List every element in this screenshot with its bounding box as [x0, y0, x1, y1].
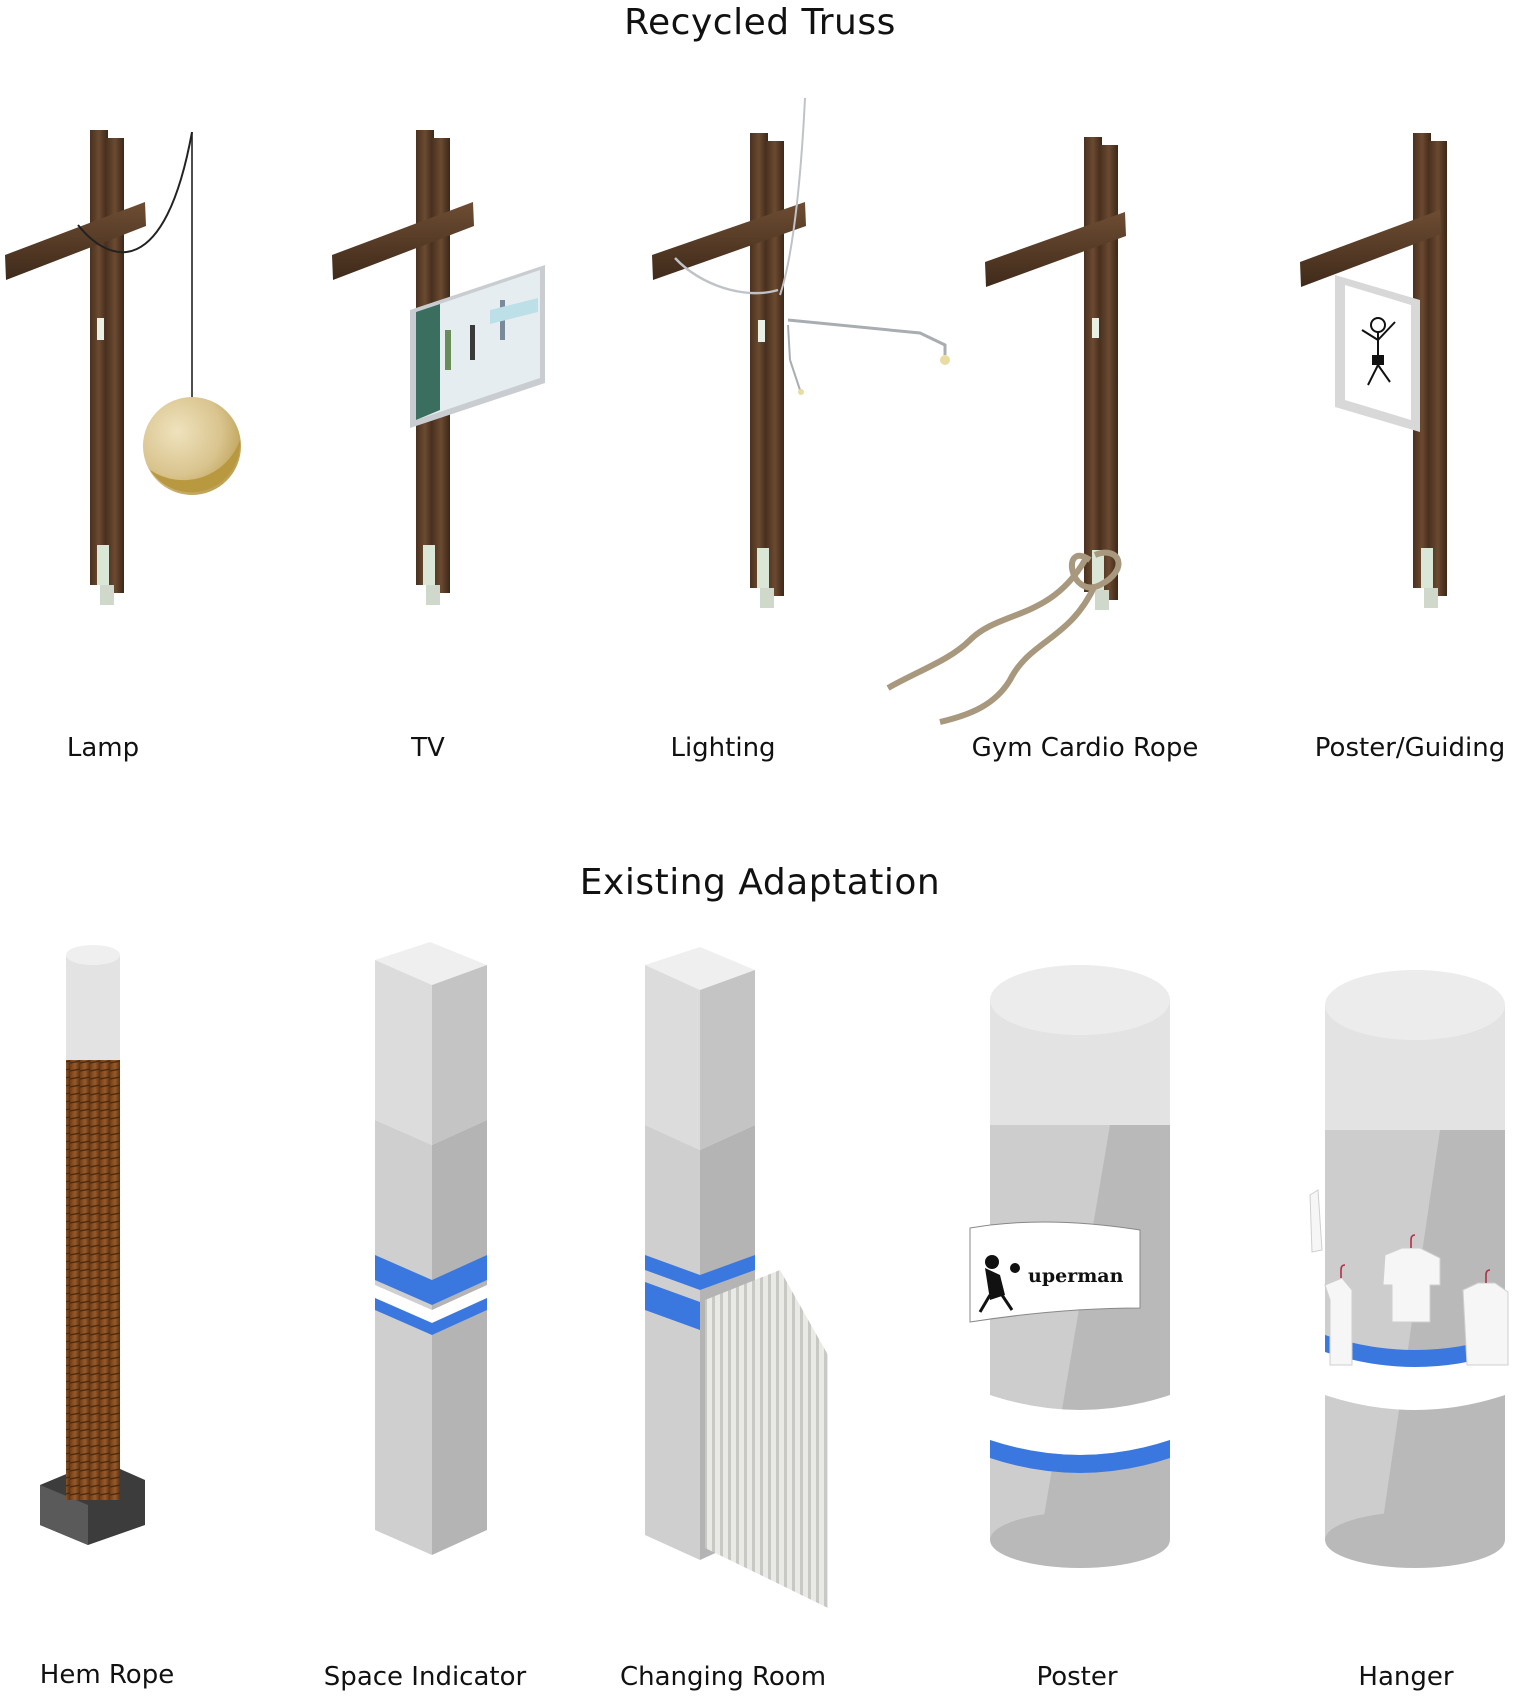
- rope-strand: [886, 558, 1088, 691]
- truss-poster-guiding: [1300, 133, 1447, 608]
- truss-lamp: [5, 130, 241, 605]
- section-title-recycled-truss: Recycled Truss: [624, 2, 896, 43]
- tv-screen-figure: [470, 325, 475, 360]
- cylinder-top: [990, 965, 1170, 1035]
- truss-gym-rope: [886, 137, 1126, 725]
- truss-foot-bracket: [1092, 550, 1104, 590]
- label-space-indicator: Space Indicator: [323, 1662, 527, 1692]
- lighting-arm: [787, 318, 947, 355]
- column-face-left: [375, 960, 432, 1145]
- truss-post-front: [1429, 141, 1447, 596]
- label-hanger: Hanger: [1358, 1662, 1454, 1692]
- truss-base-plate: [426, 585, 440, 605]
- column-face-right: [700, 970, 755, 1150]
- truss-foot-bracket: [423, 545, 435, 585]
- lighting-cable: [674, 257, 779, 295]
- tv-screen-detail: [490, 298, 538, 324]
- label-lighting: Lighting: [670, 733, 776, 763]
- column-face-right: [432, 1120, 487, 1555]
- truss-post-back: [1084, 137, 1102, 592]
- label-poster: Poster: [1036, 1662, 1118, 1692]
- column-hanger: [1309, 970, 1509, 1568]
- truss-tv: [332, 130, 545, 605]
- column-hem-rope: [40, 945, 145, 1545]
- tv-screen-figure: [445, 330, 451, 370]
- cylinder-shadow: [1380, 1130, 1505, 1540]
- truss-foot-bracket: [1421, 548, 1433, 588]
- truss-foot-bracket: [97, 545, 109, 585]
- hanger-hook-icon: [1340, 1234, 1491, 1283]
- indicator-band-blue: [645, 1282, 700, 1330]
- truss-crossbar: [652, 202, 806, 280]
- truss-post-front: [106, 138, 124, 593]
- cylinder-bottom: [1325, 1512, 1505, 1568]
- cylinder-bottom: [990, 1512, 1170, 1568]
- poster-figure-shorts: [1372, 355, 1384, 365]
- cylinder-top: [1325, 970, 1505, 1040]
- truss-crossbar: [1300, 210, 1441, 287]
- column-face-left: [645, 965, 700, 1150]
- truss-crossbar: [985, 212, 1126, 287]
- hem-rope-wrap: [66, 1060, 120, 1500]
- column-face-left: [645, 1125, 700, 1560]
- label-lamp: Lamp: [66, 733, 140, 763]
- indicator-band-blue: [375, 1298, 487, 1335]
- truss-foot-bracket: [757, 548, 769, 588]
- truss-base-plate: [1095, 590, 1109, 610]
- column-face-right: [432, 965, 487, 1145]
- boxer-icon: [978, 1255, 1020, 1313]
- truss-post-back: [750, 133, 768, 588]
- column-top: [375, 942, 487, 985]
- truss-base-plate: [100, 585, 114, 605]
- label-poster-guiding: Poster/Guiding: [1314, 733, 1506, 763]
- shirt-icon: [1309, 1189, 1509, 1366]
- poster-text: uperman: [1028, 1265, 1124, 1287]
- light-bulb: [940, 355, 950, 365]
- label-gym-cardio-rope: Gym Cardio Rope: [971, 733, 1199, 763]
- column-poster: uperman: [969, 965, 1170, 1568]
- column-space-indicator: [375, 942, 487, 1555]
- truss-bracket: [758, 320, 765, 342]
- truss-bracket: [97, 318, 104, 340]
- section-title-existing-adaptation: Existing Adaptation: [579, 862, 941, 903]
- poster-band-white: [990, 1395, 1170, 1455]
- truss-post-front: [766, 141, 784, 596]
- indicator-band-blue: [645, 1255, 755, 1290]
- rope-strand: [939, 583, 1098, 725]
- label-changing-room: Changing Room: [619, 1662, 827, 1692]
- label-hem-rope: Hem Rope: [39, 1660, 175, 1690]
- hanger-band-white: [1325, 1350, 1505, 1410]
- poster-sheet: [969, 1221, 1141, 1323]
- poster-band-blue: [990, 1440, 1170, 1473]
- truss-crossbar: [5, 202, 146, 280]
- column-face-left: [375, 1120, 432, 1555]
- label-tv: TV: [411, 733, 445, 763]
- lighting-arm: [789, 359, 801, 391]
- lamp-globe-shade: [150, 440, 241, 493]
- column-top: [645, 947, 755, 990]
- indicator-band-white: [375, 1285, 487, 1323]
- lighting-cable: [779, 97, 806, 296]
- indicator-band-blue: [375, 1255, 487, 1305]
- truss-lighting: [652, 97, 950, 608]
- column-cap-top: [66, 945, 120, 965]
- changing-room-curtain: [705, 1270, 828, 1608]
- hanger-band-blue: [1325, 1335, 1505, 1367]
- truss-bracket: [1092, 318, 1099, 338]
- light-bulb: [798, 389, 804, 395]
- tv-screen-panel: [416, 304, 440, 420]
- truss-post-back: [1413, 133, 1431, 588]
- truss-base-plate: [1424, 588, 1438, 608]
- column-changing-room: [645, 947, 828, 1608]
- truss-post-back: [90, 130, 108, 585]
- truss-post-front: [1100, 145, 1118, 600]
- truss-base-plate: [760, 588, 774, 608]
- column-cap: [66, 955, 120, 1065]
- rope-knot: [1068, 549, 1122, 591]
- lamp-cable: [77, 131, 193, 254]
- lighting-arm: [787, 324, 791, 361]
- truss-crossbar: [332, 202, 474, 280]
